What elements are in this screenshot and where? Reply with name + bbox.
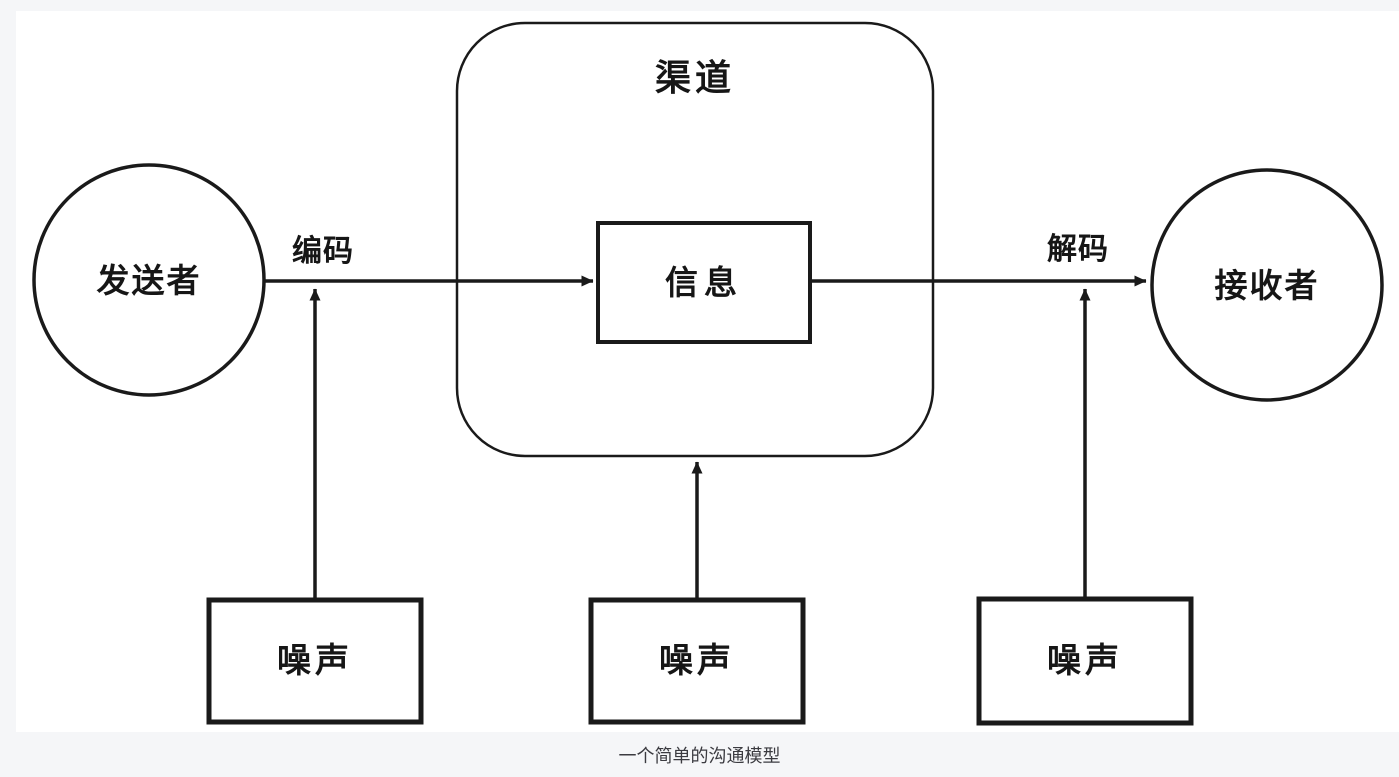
noise-box-2: [588, 597, 806, 725]
message-label: 信息: [665, 264, 743, 301]
receiver-circle: [1150, 168, 1384, 402]
diagram-caption: 一个简单的沟通模型: [618, 745, 781, 766]
channel-label: 渠道: [654, 57, 735, 98]
encode-label: 编码: [292, 235, 354, 268]
noise-box-3: [976, 596, 1194, 726]
noise-label-2: 噪声: [659, 642, 735, 680]
sender-circle: [32, 163, 266, 397]
decode-label: 解码: [1047, 233, 1109, 266]
message-box: [596, 221, 812, 344]
noise-box-1: [206, 597, 424, 725]
noise-label-3: 噪声: [1047, 642, 1123, 680]
noise-label-1: 噪声: [277, 642, 353, 680]
receiver-label: 接收者: [1214, 266, 1320, 304]
sender-label: 发送者: [96, 261, 202, 299]
